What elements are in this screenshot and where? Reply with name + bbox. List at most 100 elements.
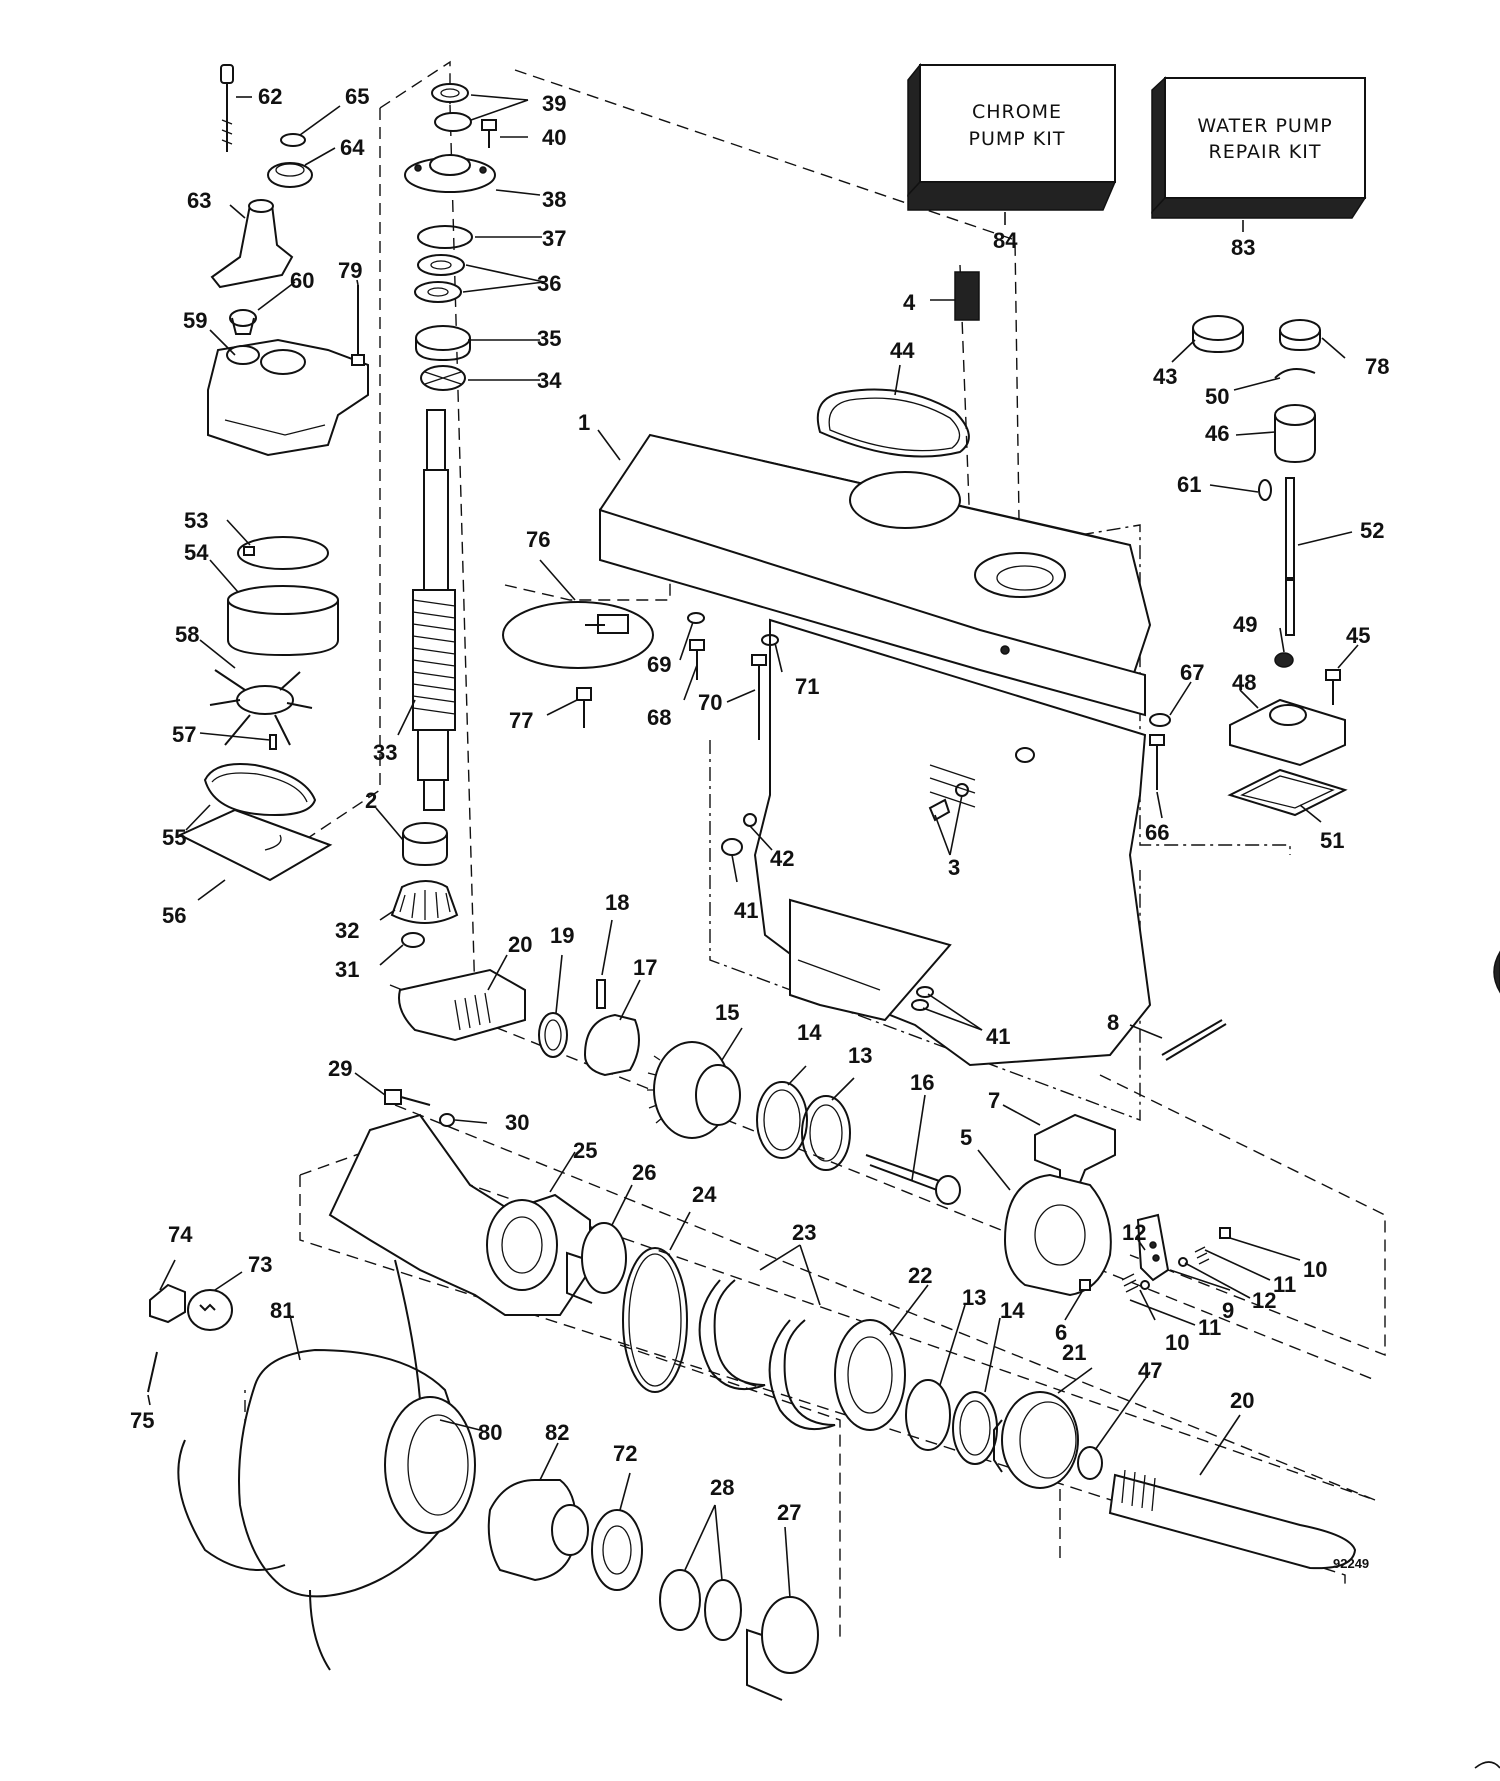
part-label-78: 78 (1365, 354, 1389, 379)
part-label-18: 18 (605, 890, 629, 915)
part-label-19: 19 (550, 923, 574, 948)
part-label-10: 10 (1165, 1330, 1189, 1355)
part-label-41: 41 (734, 898, 758, 923)
part-label-63: 63 (187, 188, 211, 213)
part-label-75: 75 (130, 1408, 154, 1433)
part-label-20: 20 (1230, 1388, 1254, 1413)
driveshaft-stack (390, 83, 497, 948)
part-label-54: 54 (184, 540, 209, 565)
part-label-12: 12 (1252, 1288, 1276, 1313)
gearcase-housing (502, 271, 1152, 1067)
part-label-1: 1 (578, 410, 590, 435)
leader-lines (147, 94, 1359, 1599)
part-label-17: 17 (633, 955, 657, 980)
part-label-5: 5 (960, 1125, 972, 1150)
part-label-41: 41 (986, 1024, 1010, 1049)
part-label-64: 64 (340, 135, 365, 160)
part-label-24: 24 (692, 1182, 717, 1207)
part-label-45: 45 (1346, 623, 1370, 648)
part-label-77: 77 (509, 708, 533, 733)
water-pump-kit-line2: REPAIR KIT (1209, 141, 1322, 163)
part-label-58: 58 (175, 622, 199, 647)
part-label-80: 80 (478, 1420, 502, 1445)
part-label-49: 49 (1233, 612, 1257, 637)
chrome-pump-kit-line2: PUMP KIT (969, 128, 1066, 150)
part-label-27: 27 (777, 1500, 801, 1525)
part-label-13: 13 (962, 1285, 986, 1310)
part-label-65: 65 (345, 84, 369, 109)
part-label-81: 81 (270, 1298, 294, 1323)
part-label-15: 15 (715, 1000, 739, 1025)
part-label-76: 76 (526, 527, 550, 552)
part-label-14: 14 (797, 1020, 822, 1045)
part-label-74: 74 (168, 1222, 193, 1247)
shift-rod-parts (865, 315, 1348, 1297)
part-label-35: 35 (537, 326, 561, 351)
part-label-14: 14 (1000, 1298, 1025, 1323)
part-label-8: 8 (1107, 1010, 1119, 1035)
part-label-56: 56 (162, 903, 186, 928)
part-label-62: 62 (258, 84, 282, 109)
part-label-11: 11 (1273, 1272, 1296, 1297)
part-label-61: 61 (1177, 472, 1201, 497)
edge-mark (1493, 950, 1500, 994)
part-label-25: 25 (573, 1138, 597, 1163)
part-label-21: 21 (1062, 1340, 1086, 1365)
part-label-39: 39 (542, 91, 566, 116)
part-label-67: 67 (1180, 660, 1204, 685)
part-label-26: 26 (632, 1160, 656, 1185)
part-label-7: 7 (988, 1088, 1000, 1113)
water-pump-kit-line1: WATER PUMP (1197, 115, 1332, 137)
part-label-37: 37 (542, 226, 566, 251)
part-label-28: 28 (710, 1475, 734, 1500)
part-label-60: 60 (290, 268, 314, 293)
part-label-13: 13 (848, 1043, 872, 1068)
part-label-31: 31 (335, 957, 359, 982)
part-label-34: 34 (537, 368, 562, 393)
part-label-73: 73 (248, 1252, 272, 1277)
figure-number: 92249 (1333, 1556, 1369, 1571)
part-label-47: 47 (1138, 1358, 1162, 1383)
part-label-32: 32 (335, 918, 359, 943)
part-label-3: 3 (948, 855, 960, 880)
part-label-44: 44 (890, 338, 915, 363)
water-pump-repair-kit: WATER PUMP REPAIR KIT 83 (1151, 76, 1367, 260)
part-label-66: 66 (1145, 820, 1169, 845)
part-label-71: 71 (795, 674, 819, 699)
water-pump-parts (177, 64, 369, 882)
part-label-12: 12 (1122, 1220, 1146, 1245)
part-label-22: 22 (908, 1263, 932, 1288)
gear-and-bearing-parts (147, 968, 1357, 1701)
part-label-6: 6 (1055, 1320, 1067, 1345)
chrome-pump-kit-line1: CHROME (972, 101, 1062, 123)
part-label-55: 55 (162, 825, 186, 850)
part-label-23: 23 (792, 1220, 816, 1245)
part-label-29: 29 (328, 1056, 352, 1081)
part-label-42: 42 (770, 846, 794, 871)
part-label-83: 83 (1231, 235, 1255, 260)
part-label-51: 51 (1320, 828, 1344, 853)
part-label-84: 84 (993, 228, 1018, 253)
corner-mark (1474, 1761, 1500, 1769)
part-label-57: 57 (172, 722, 196, 747)
part-label-10: 10 (1303, 1257, 1327, 1282)
part-label-11: 11 (1198, 1315, 1221, 1340)
part-label-59: 59 (183, 308, 207, 333)
part-label-20: 20 (508, 932, 532, 957)
part-label-40: 40 (542, 125, 566, 150)
part-label-68: 68 (647, 705, 671, 730)
part-label-36: 36 (537, 271, 561, 296)
part-label-46: 46 (1205, 421, 1229, 446)
chrome-pump-kit: CHROME PUMP KIT 84 (907, 62, 1117, 253)
part-label-69: 69 (647, 652, 671, 677)
part-label-50: 50 (1205, 384, 1229, 409)
part-label-43: 43 (1153, 364, 1177, 389)
part-labels: 62 65 64 63 60 59 79 39 40 38 37 36 35 3… (130, 84, 1389, 1525)
part-label-72: 72 (613, 1441, 637, 1466)
part-label-82: 82 (545, 1420, 569, 1445)
part-label-4: 4 (903, 290, 916, 315)
part-label-79: 79 (338, 258, 362, 283)
part-label-53: 53 (184, 508, 208, 533)
part-label-70: 70 (698, 690, 722, 715)
